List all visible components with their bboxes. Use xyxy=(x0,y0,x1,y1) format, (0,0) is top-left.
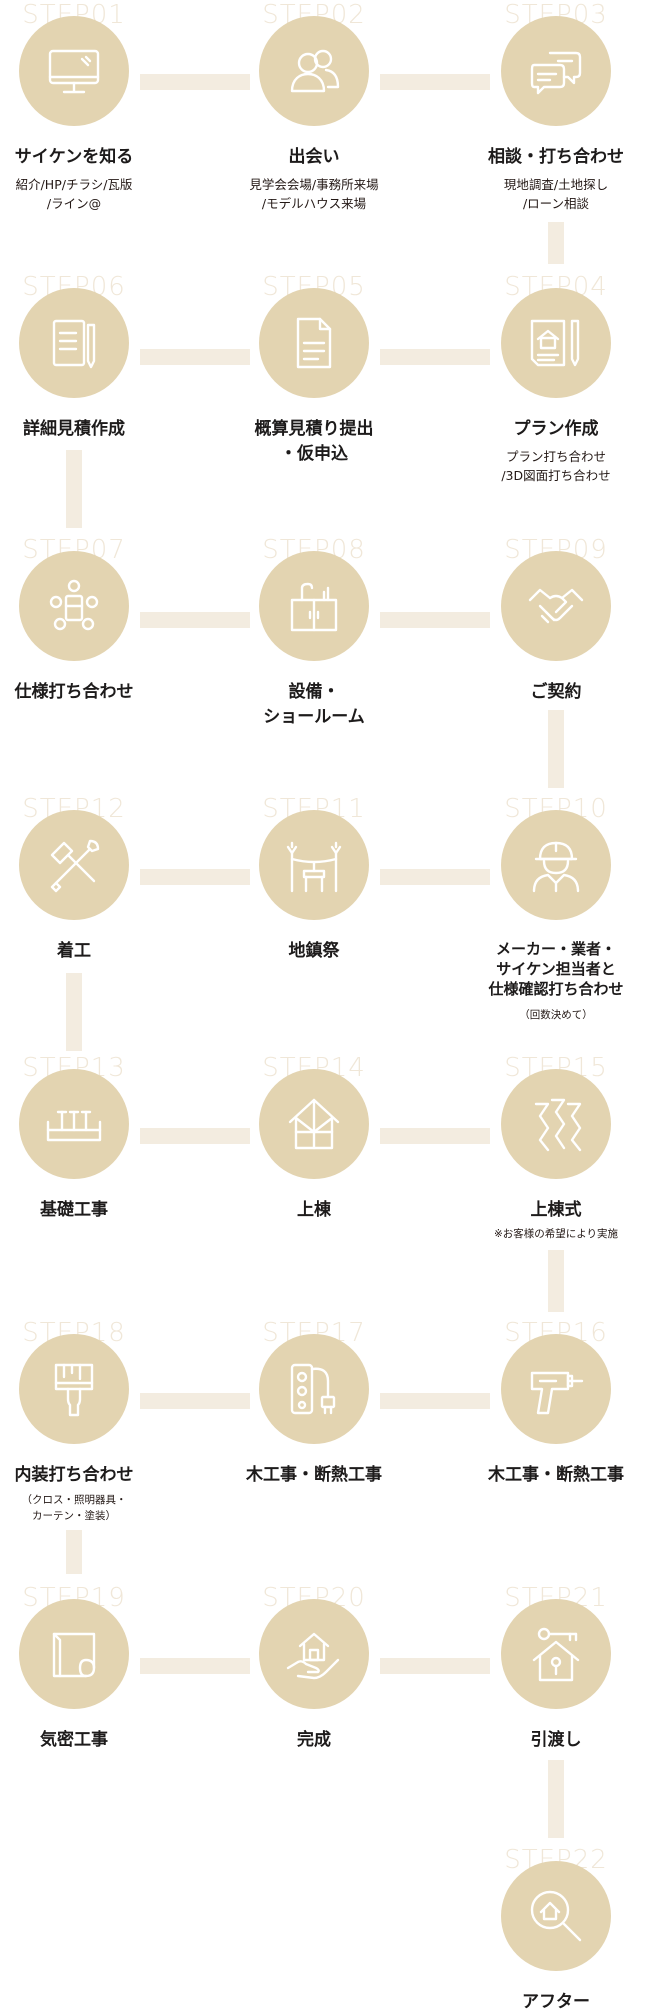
step-circle xyxy=(501,288,611,398)
step-circle xyxy=(501,1599,611,1709)
meeting-table-icon xyxy=(49,579,99,631)
step-title: 木工事・断熱工事 xyxy=(488,1465,624,1485)
step-circle xyxy=(259,1334,369,1444)
step-title: 基礎工事 xyxy=(40,1200,108,1220)
connector-2-3 xyxy=(380,74,490,90)
people-icon xyxy=(290,49,340,93)
house-key-icon xyxy=(532,1627,580,1682)
connector-3-4 xyxy=(548,222,564,264)
step-title: 地鎮祭 xyxy=(288,941,340,961)
connector-5-6 xyxy=(140,349,250,365)
connector-16-17 xyxy=(380,1393,490,1409)
connector-8-9 xyxy=(380,612,490,628)
step-title: 詳細見積作成 xyxy=(23,419,125,439)
house-frame-icon xyxy=(288,1098,340,1150)
power-drill-icon xyxy=(530,1371,584,1415)
step-title: 上棟式 xyxy=(530,1200,582,1220)
monitor-icon xyxy=(48,49,100,94)
step-title: 完成 xyxy=(297,1730,331,1750)
step-title: 仕様打ち合わせ xyxy=(14,682,134,702)
step-circle xyxy=(501,810,611,920)
step-title: 気密工事 xyxy=(40,1730,108,1750)
step-circle xyxy=(501,1861,611,1971)
handshake-icon xyxy=(528,588,584,624)
ceremony-altar-icon xyxy=(286,841,342,893)
step-subtitle: 紹介/HP/チラシ/瓦版 /ライン@ xyxy=(15,177,133,211)
step-title: アフター xyxy=(522,1992,590,2012)
step-circle xyxy=(501,1334,611,1444)
connector-12-13 xyxy=(66,973,82,1051)
step-circle xyxy=(259,551,369,661)
connector-6-7 xyxy=(66,450,82,528)
foundation-icon xyxy=(46,1110,102,1142)
step-title: 設備・ ショールーム xyxy=(263,682,365,727)
step-circle xyxy=(19,551,129,661)
connector-7-8 xyxy=(140,612,250,628)
step-circle xyxy=(19,1069,129,1179)
step-circle xyxy=(501,1069,611,1179)
step-subtitle: 見学会会場/事務所来場 /モデルハウス来場 xyxy=(249,177,379,211)
house-in-hand-icon xyxy=(286,1632,340,1680)
step-circle xyxy=(259,810,369,920)
house-plan-pen-icon xyxy=(530,319,580,367)
step-title: ご契約 xyxy=(530,682,582,702)
step-title: メーカー・業者・ サイケン担当者と 仕様確認打ち合わせ xyxy=(488,940,624,998)
step-subtitle: 現地調査/土地探し /ローン相談 xyxy=(503,177,609,211)
step-title: 引渡し xyxy=(530,1730,582,1750)
step-circle xyxy=(19,288,129,398)
paint-brush-icon xyxy=(54,1363,94,1417)
connector-17-18 xyxy=(140,1393,250,1409)
kitchen-sink-icon xyxy=(290,582,338,632)
step-circle xyxy=(19,1334,129,1444)
step-title: 出会い xyxy=(288,147,340,167)
step-title: 着工 xyxy=(57,941,91,961)
power-strip-plug-icon xyxy=(290,1363,336,1415)
step-circle xyxy=(259,1069,369,1179)
document-icon xyxy=(296,317,332,369)
step-subtitle: （クロス・照明器具・ カーテン・塗装） xyxy=(21,1494,127,1522)
step-subtitle: （回数決めて） xyxy=(519,1009,593,1021)
connector-19-20 xyxy=(140,1658,250,1674)
connector-21-22 xyxy=(548,1760,564,1838)
connector-14-15 xyxy=(380,1128,490,1144)
step-title: 相談・打ち合わせ xyxy=(488,147,624,167)
ceremony-decoration-icon xyxy=(534,1098,582,1152)
connector-13-14 xyxy=(140,1128,250,1144)
step-circle xyxy=(259,1599,369,1709)
step-subtitle: プラン打ち合わせ /3D図面打ち合わせ xyxy=(501,449,611,483)
sheet-roll-icon xyxy=(52,1632,96,1678)
magnifier-house-icon xyxy=(530,1890,582,1942)
step-title: プラン作成 xyxy=(513,419,599,439)
step-circle xyxy=(259,288,369,398)
connector-18-19 xyxy=(66,1530,82,1574)
connector-4-5 xyxy=(380,349,490,365)
step-circle xyxy=(501,551,611,661)
worker-helmet-icon xyxy=(532,841,580,893)
step-circle xyxy=(19,810,129,920)
step-title: 内装打ち合わせ xyxy=(14,1465,134,1485)
connector-1-2 xyxy=(140,74,250,90)
connector-15-16 xyxy=(548,1250,564,1312)
step-circle xyxy=(19,1599,129,1709)
step-title: 概算見積り提出 ・仮申込 xyxy=(254,419,374,464)
connector-20-21 xyxy=(380,1658,490,1674)
step-circle xyxy=(259,16,369,126)
step-circle xyxy=(19,16,129,126)
step-title: サイケンを知る xyxy=(14,147,134,167)
step-subtitle: ※お客様の希望により実施 xyxy=(493,1228,619,1240)
chat-bubbles-icon xyxy=(530,51,582,95)
hammer-wrench-icon xyxy=(50,839,100,893)
step-title: 上棟 xyxy=(297,1200,331,1220)
connector-11-12 xyxy=(140,869,250,885)
connector-9-10 xyxy=(548,710,564,788)
connector-10-11 xyxy=(380,869,490,885)
step-circle xyxy=(501,16,611,126)
step-title: 木工事・断熱工事 xyxy=(246,1465,382,1485)
notepad-pen-icon xyxy=(52,319,96,369)
